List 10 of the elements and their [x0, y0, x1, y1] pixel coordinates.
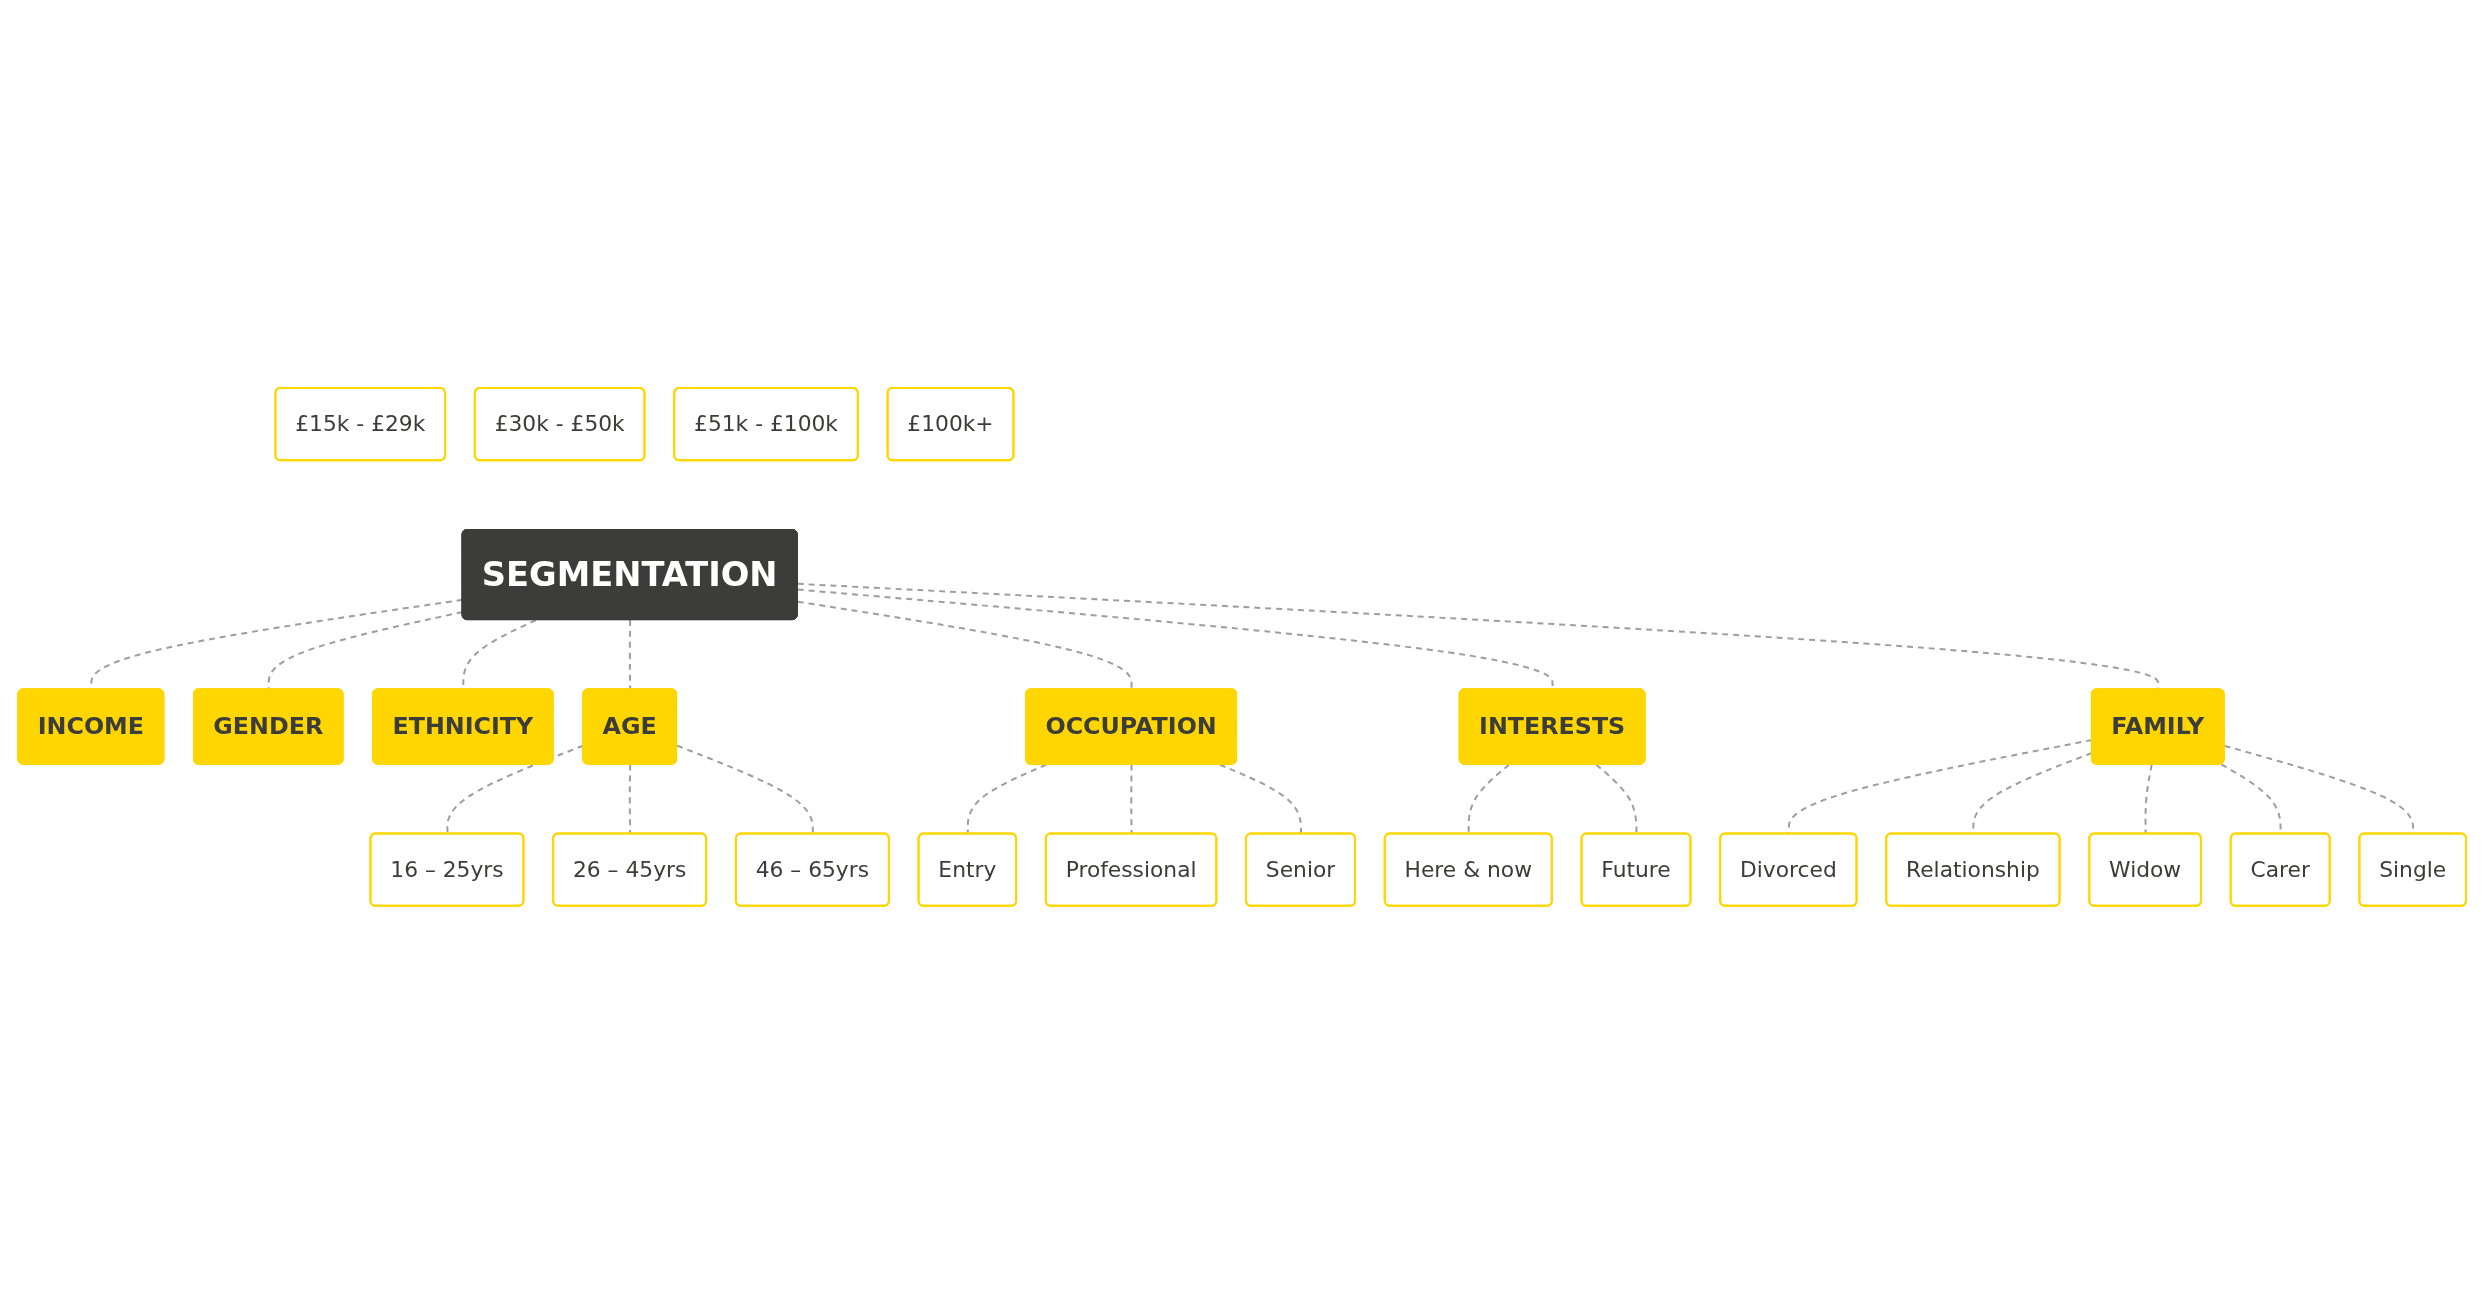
connector	[90, 598, 464, 691]
connector	[1595, 763, 1638, 835]
connector	[628, 763, 632, 835]
connector	[1218, 763, 1303, 835]
connector	[676, 744, 814, 835]
connector	[267, 610, 464, 691]
connector	[966, 763, 1048, 835]
connector	[2144, 763, 2153, 835]
connector	[1130, 763, 1133, 835]
connector	[1467, 763, 1510, 835]
